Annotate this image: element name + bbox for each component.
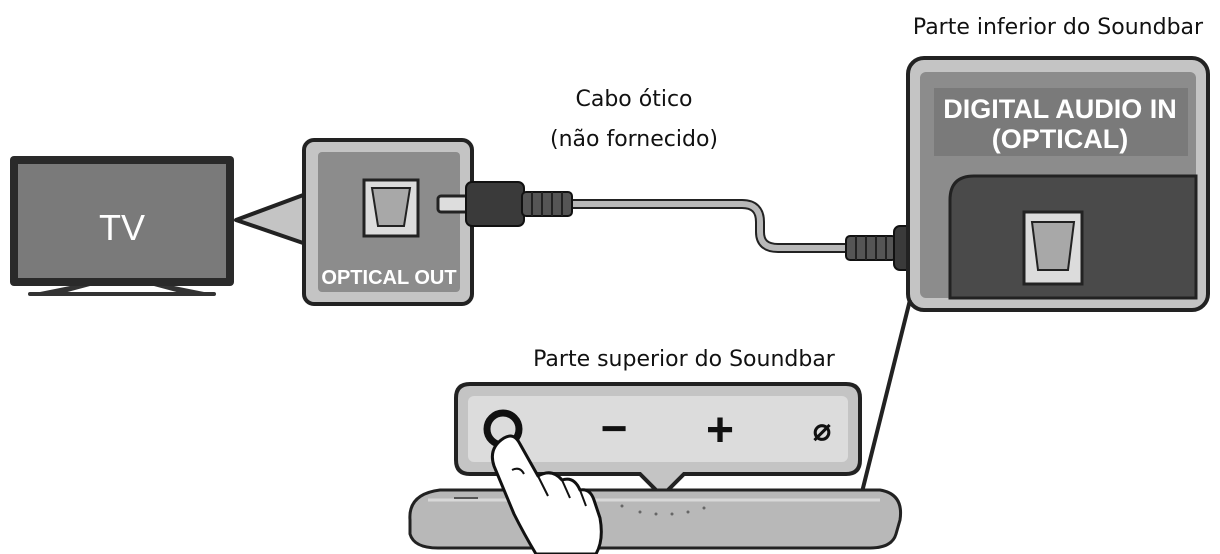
digital-in-panel: DIGITAL AUDIO IN (OPTICAL) [906, 56, 1210, 312]
optical-out-port-inner [370, 187, 412, 227]
volume-up-icon[interactable]: + [706, 404, 734, 457]
digital-in-label-line2: (OPTICAL) [992, 124, 1128, 154]
tv-callout-wedge [234, 192, 308, 246]
optical-cable [436, 181, 982, 271]
soundbar [408, 488, 903, 550]
tv: TV [10, 156, 234, 296]
top-panel-plate [468, 396, 848, 462]
top-panel-title: Parte superior do Soundbar [533, 347, 836, 372]
digital-in-label-box [934, 88, 1188, 156]
cable-label-line2: (não fornecido) [550, 127, 718, 152]
digital-in-port-inner [1030, 221, 1076, 271]
bottom-panel-pointer [860, 299, 912, 493]
tv-stand-base [28, 292, 216, 296]
cable-label-line1: Cabo ótico [575, 87, 692, 112]
optical-out-panel: OPTICAL OUT [302, 138, 474, 306]
cable-core [569, 201, 851, 251]
left-plug [436, 181, 573, 227]
tv-label: TV [99, 207, 145, 248]
cable-outline [567, 199, 853, 253]
optical-out-label: OPTICAL OUT [321, 267, 456, 289]
top-control-panel: − + ⌀ [454, 382, 862, 499]
tv-screen [18, 164, 226, 278]
volume-down-icon[interactable]: − [601, 402, 628, 454]
soundbar-indicator-dots [620, 504, 706, 516]
digital-in-label-line1: DIGITAL AUDIO IN [943, 94, 1177, 124]
hand-pointing-icon [490, 434, 603, 554]
source-icon[interactable]: ⌀ [813, 414, 831, 447]
bottom-panel-title: Parte inferior do Soundbar [913, 15, 1204, 40]
